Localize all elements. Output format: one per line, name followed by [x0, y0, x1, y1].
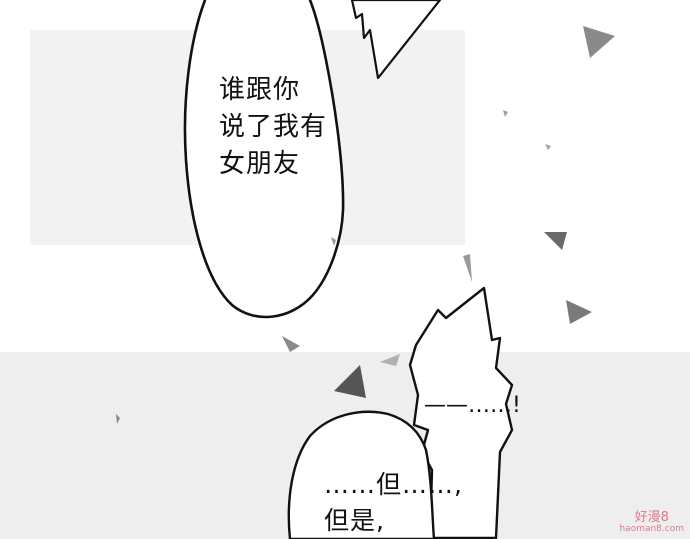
shard — [380, 354, 400, 366]
bubble-main-text: 谁跟你说了我有女朋友 — [219, 72, 327, 183]
shard — [503, 110, 508, 117]
dialogue-line: 说了我有 — [219, 112, 328, 142]
dialogue-line: 女朋友 — [219, 149, 301, 179]
bubble-bottom-text: ……但……, 但是, — [324, 467, 463, 539]
shard — [463, 254, 472, 282]
shard — [583, 26, 615, 58]
shard — [545, 144, 551, 150]
shard — [566, 300, 592, 324]
dialogue-line: ——……! — [424, 393, 521, 418]
site-watermark: 好漫8 haoman8.com — [619, 509, 684, 535]
shard — [331, 237, 336, 246]
jagged-shape-top — [350, 0, 442, 80]
dialogue-line: 但是, — [324, 506, 385, 535]
shard — [334, 365, 366, 398]
speech-bubble-bottom — [287, 410, 436, 539]
bubble-exclaim-text: ——……! — [424, 391, 521, 421]
speech-bubble-main — [183, 0, 345, 319]
watermark-logo: 好漫8 — [634, 509, 669, 525]
shard — [544, 232, 567, 250]
jagged-bubble-exclaim — [408, 286, 514, 539]
dialogue-line: ……但……, — [324, 470, 463, 499]
dialogue-line: 谁跟你 — [219, 75, 301, 105]
shard — [116, 414, 120, 424]
shard — [282, 336, 300, 352]
watermark-url: haoman8.com — [619, 524, 684, 535]
